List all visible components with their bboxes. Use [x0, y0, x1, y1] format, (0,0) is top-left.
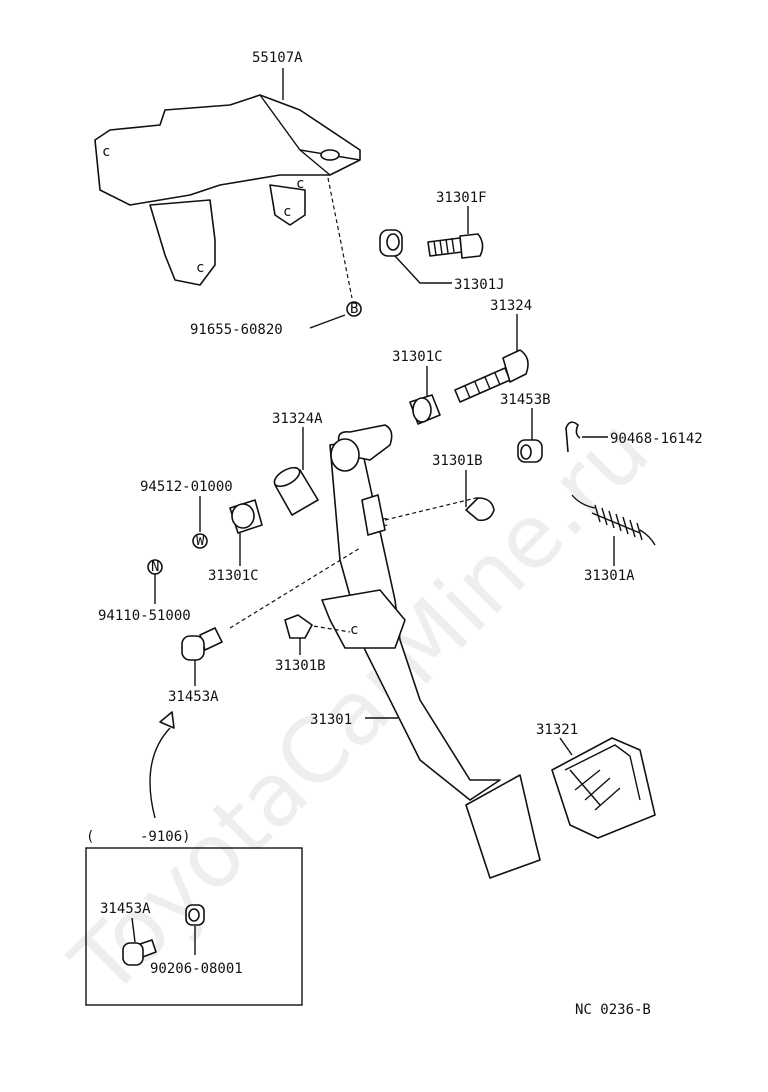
svg-text:c: c: [350, 622, 358, 638]
label-31301A: 31301A: [584, 568, 635, 584]
label-31301J: 31301J: [454, 277, 505, 293]
label-31301B-bottom: 31301B: [275, 658, 326, 674]
bolt-31301F: [427, 233, 484, 259]
bushing-31301C-bottom: [229, 499, 263, 534]
svg-text:B: B: [350, 301, 358, 317]
label-55107A: 55107A: [252, 50, 303, 66]
label-31301F: 31301F: [436, 190, 487, 206]
sleeve-31324A: [273, 466, 319, 516]
spring-31301A: [571, 494, 656, 546]
inset-label-31453A: 31453A: [100, 901, 151, 917]
label-31453B: 31453B: [500, 392, 551, 408]
inset-nut-90206: [185, 904, 205, 926]
inset-range-open: (: [86, 829, 94, 845]
label-94110-51000: 94110-51000: [98, 608, 191, 624]
pedal-arm-31301: c c: [321, 424, 541, 879]
bracket-55107A: c c c c: [94, 94, 361, 286]
label-94512-01000: 94512-01000: [140, 479, 233, 495]
label-31301C-top: 31301C: [392, 349, 443, 365]
svg-text:c: c: [102, 144, 110, 160]
inset-box: ( -9106) 31453A 90206-08001: [85, 829, 303, 1006]
svg-text:N: N: [151, 559, 159, 575]
diagram-code: NC 0236-B: [575, 1002, 651, 1018]
marker-w-icon: [192, 533, 208, 549]
pin-31453A: [181, 627, 223, 661]
label-31324A: 31324A: [272, 411, 323, 427]
svg-text:c: c: [283, 204, 291, 220]
label-91655-60820: 91655-60820: [190, 322, 283, 338]
label-31301C-bottom: 31301C: [208, 568, 259, 584]
bushing-31301C-top: [409, 394, 441, 425]
svg-text:W: W: [196, 533, 205, 549]
bushing-31301B-top: [465, 497, 495, 522]
svg-text:c: c: [196, 260, 204, 276]
bushing-31301J: [379, 229, 403, 257]
label-31453A: 31453A: [168, 689, 219, 705]
label-90468-16142: 90468-16142: [610, 431, 703, 447]
svg-text:c: c: [296, 176, 304, 192]
inset-label-90206-08001: 90206-08001: [150, 961, 243, 977]
clip-90468-icon: [565, 421, 581, 453]
pedal-pad-31321: [551, 737, 656, 839]
label-31301: 31301: [310, 712, 352, 728]
label-31301B-top: 31301B: [432, 453, 483, 469]
label-31324: 31324: [490, 298, 532, 314]
clip-31453B: [517, 439, 543, 463]
bushing-31301B-bottom: [284, 614, 313, 639]
inset-range-code: -9106): [140, 829, 191, 845]
reference-arrow-icon: [149, 727, 171, 819]
marker-b-icon: [346, 301, 362, 317]
inset-pin-31453A: [122, 939, 157, 966]
label-31321: 31321: [536, 722, 578, 738]
bolt-31324: [454, 349, 529, 403]
svg-text:c: c: [380, 514, 388, 530]
